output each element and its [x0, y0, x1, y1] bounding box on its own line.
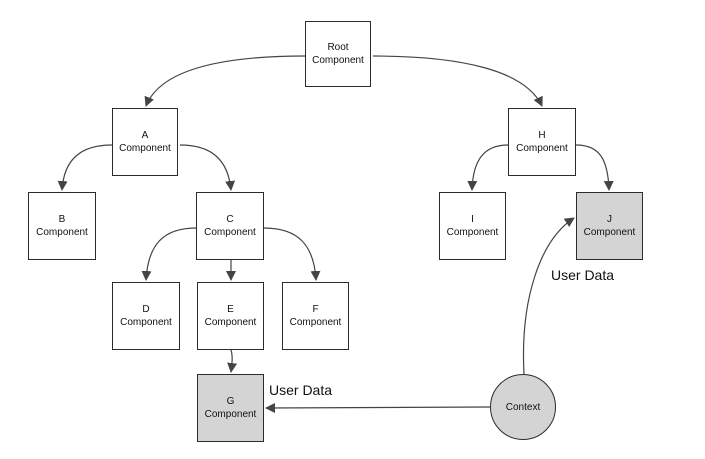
- node-suffix: Component: [204, 409, 257, 420]
- edge-e-g: [227, 349, 238, 373]
- e-component-node: E Component: [197, 282, 264, 350]
- edge-c-d: [141, 227, 197, 281]
- edge-h-i: [467, 144, 509, 191]
- node-name: H: [538, 130, 546, 141]
- b-component-node: B Component: [28, 192, 96, 260]
- node-name: I: [471, 214, 474, 225]
- node-name: C: [226, 214, 234, 225]
- edge-context-j: [522, 217, 575, 375]
- node-suffix: Component: [516, 143, 568, 154]
- context-label: Context: [505, 401, 541, 413]
- node-name: G: [226, 396, 235, 407]
- node-suffix: Component: [204, 317, 257, 328]
- node-name: B: [58, 214, 66, 225]
- node-name: J: [607, 214, 612, 225]
- edge-c-f: [263, 227, 321, 281]
- node-suffix: Component: [289, 317, 342, 328]
- node-name: F: [312, 304, 319, 315]
- node-suffix: Component: [36, 227, 88, 238]
- node-name: A: [141, 130, 149, 141]
- node-suffix: Component: [446, 227, 499, 238]
- edge-a-b: [57, 144, 113, 191]
- node-suffix: Component: [583, 227, 636, 238]
- h-component-node: H Component: [508, 108, 576, 176]
- user-data-label-j: User Data: [551, 267, 615, 283]
- node-suffix: Component: [119, 143, 171, 154]
- user-data-label-g: User Data: [269, 382, 333, 398]
- root-component-node: Root Component: [305, 21, 371, 87]
- node-name: D: [142, 304, 150, 315]
- i-component-node: I Component: [439, 192, 506, 260]
- node-suffix: Component: [312, 55, 364, 66]
- c-component-node: C Component: [196, 192, 264, 260]
- context-node: Context: [490, 374, 556, 440]
- node-suffix: Component: [204, 227, 256, 238]
- node-suffix: Component: [120, 317, 172, 328]
- j-component-node: J Component: [576, 192, 643, 260]
- node-name: E: [227, 304, 234, 315]
- edge-root-h: [372, 55, 543, 107]
- edge-root-a: [144, 55, 306, 107]
- edge-h-j: [575, 144, 614, 191]
- g-component-node: G Component: [197, 374, 264, 442]
- node-name: Root: [327, 42, 349, 53]
- edge-context-g: [265, 402, 491, 413]
- f-component-node: F Component: [282, 282, 349, 350]
- a-component-node: A Component: [112, 108, 178, 176]
- edge-a-c: [179, 144, 236, 191]
- d-component-node: D Component: [112, 282, 180, 350]
